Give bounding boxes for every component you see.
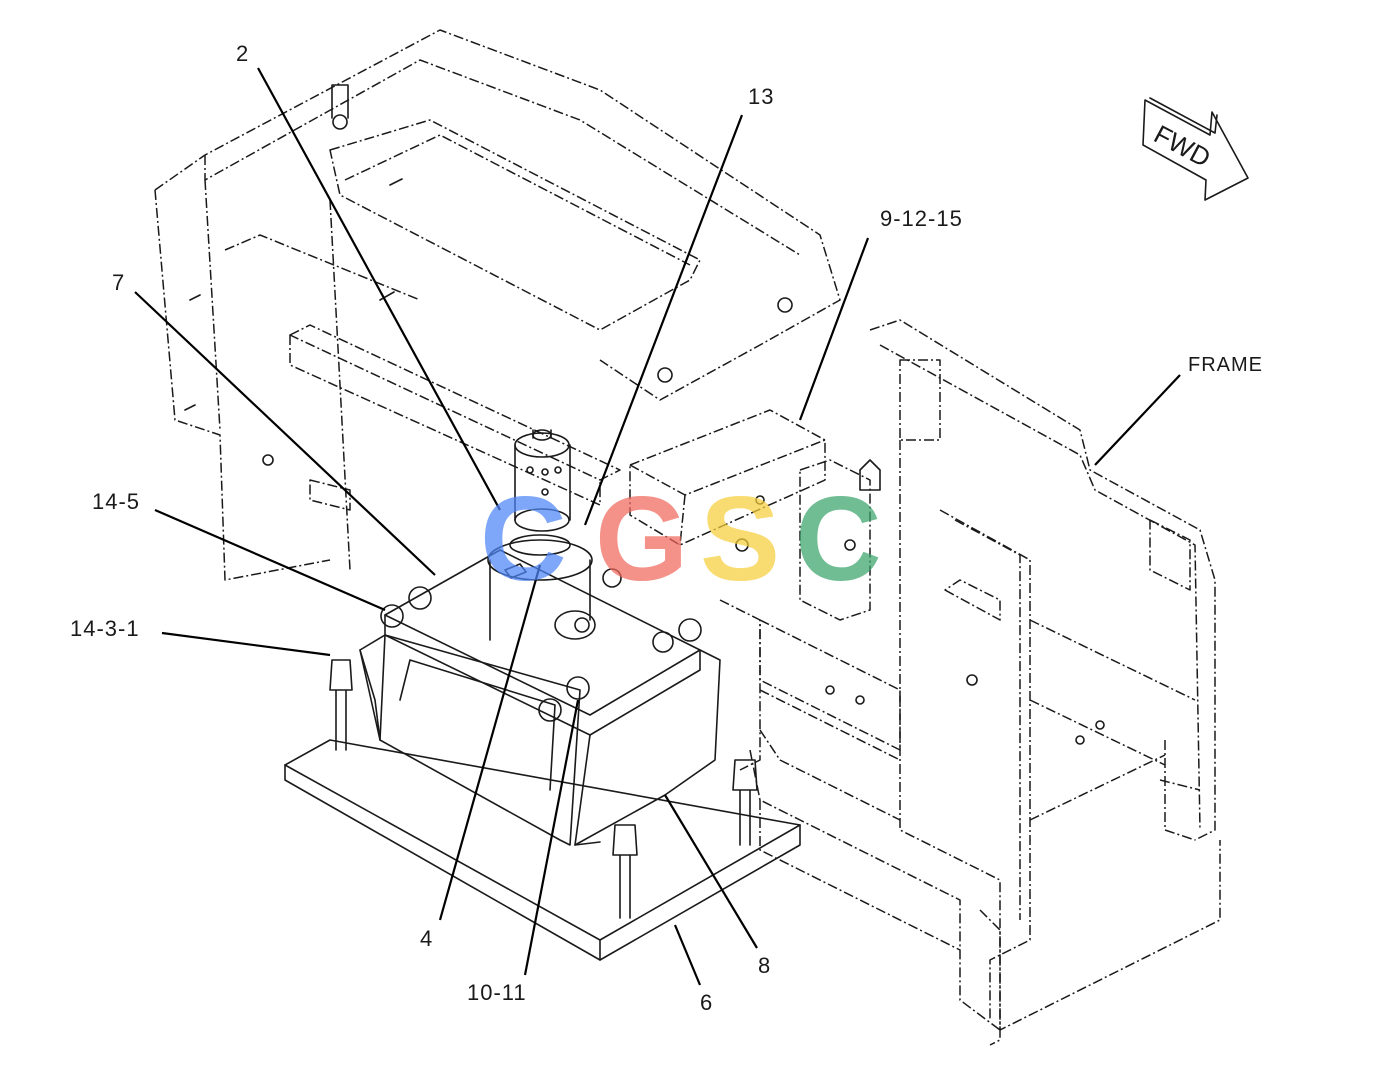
leader-14-3-1 [161,631,331,657]
leader-13 [583,114,744,526]
leader-7 [134,291,436,576]
leader-4 [438,564,542,921]
upper-guard [154,29,841,581]
leader-6 [673,924,702,986]
callout-13: 13 [748,84,774,109]
callout-14-5: 14-5 [92,489,140,514]
callout-10-11: 10-11 [467,980,527,1005]
frame-structure [719,319,1221,1046]
fwd-label: FWD [1149,119,1215,173]
watermark-letter-1: C [480,472,567,606]
watermark-letter-2: G [595,472,688,606]
callout-7: 7 [112,270,125,295]
callout-8: 8 [758,953,771,978]
leader-frame [1094,374,1181,466]
valve-cylinder [487,429,596,641]
cross-bar [289,324,621,506]
watermark-letter-4: C [795,472,882,606]
callout-14-3-1: 14-3-1 [70,616,140,641]
watermark-letter-3: S [700,472,780,606]
switch-box [629,409,881,621]
leader-10-11 [523,699,580,976]
leader-2 [257,67,501,511]
bolts [329,568,758,919]
leader-14-5 [154,508,386,612]
callout-frame: FRAME [1188,354,1263,376]
leader-lines [134,67,1181,986]
callout-6: 6 [700,990,713,1015]
watermark-logo: C G S C [480,472,882,606]
leader-9-12-15 [798,237,870,421]
callout-4: 4 [420,926,433,951]
base-plate [284,739,801,961]
actuator-box [384,549,721,846]
callout-9-12-15: 9-12-15 [880,206,963,231]
leader-8 [664,794,758,949]
callouts: 2 13 9-12-15 7 FRAME 14-5 14-3-1 4 10-11… [70,41,1263,1015]
callout-2: 2 [236,41,249,66]
fwd-arrow-icon: FWD [1142,97,1249,201]
